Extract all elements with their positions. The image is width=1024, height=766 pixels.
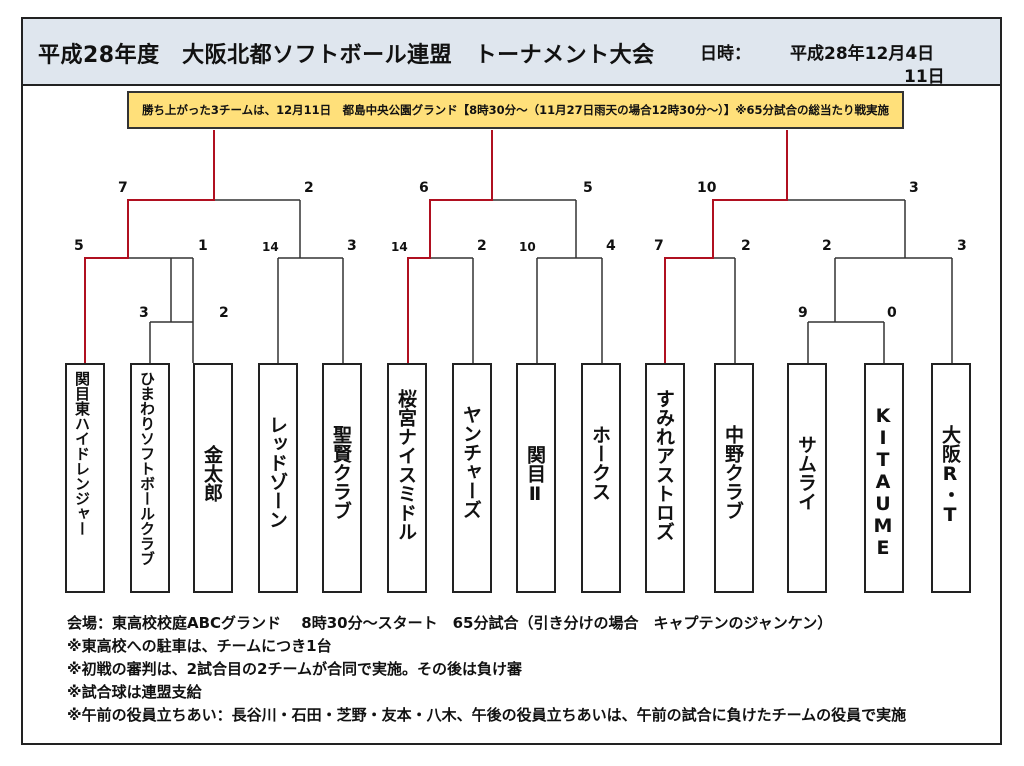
team-name: 関目東ハイドレンジャー	[73, 371, 91, 536]
date-value-second: 11日	[904, 67, 945, 87]
team-name: すみれアストロズ	[653, 389, 675, 541]
team-name: ひまわりソフトボールクラブ	[138, 371, 156, 566]
bracket-line	[277, 257, 344, 363]
score-label: 14	[391, 240, 408, 254]
team-box: 金太郎	[193, 363, 233, 593]
final-round-notice: 勝ち上がった3チームは、12月11日 都島中央公園グランド【8時30分～（11月…	[127, 91, 904, 129]
team-name: サムライ	[795, 435, 817, 511]
venue-line: 会場：東高校校庭ABCグランド 8時30分～スタート 65分試合（引き分けの場合…	[67, 614, 833, 632]
bracket-line	[807, 321, 885, 363]
score-label: 3	[909, 180, 919, 196]
score-label: 7	[118, 180, 128, 196]
bracket-line	[834, 257, 953, 363]
date-value: 平成28年12月4日	[790, 44, 935, 64]
header-bar	[21, 17, 1002, 86]
team-name: 金太郎	[201, 445, 223, 502]
score-label: 10	[697, 180, 717, 196]
team-name: 関目Ⅱ	[524, 445, 546, 505]
winner-line	[664, 130, 788, 363]
bracket-line	[430, 199, 577, 258]
team-box: ひまわりソフトボールクラブ	[130, 363, 170, 593]
score-label: 2	[304, 180, 314, 196]
score-label: 14	[262, 240, 279, 254]
team-box: 聖賢クラブ	[322, 363, 362, 593]
bracket-line	[665, 257, 736, 363]
score-label: 2	[741, 238, 751, 254]
score-label: 0	[887, 305, 897, 321]
team-box: 中野クラブ	[714, 363, 754, 593]
team-box: 大阪R・T	[931, 363, 971, 593]
score-label: 2	[822, 238, 832, 254]
score-label: 2	[477, 238, 487, 254]
score-label: 7	[654, 238, 664, 254]
team-box: ヤンチャーズ	[452, 363, 492, 593]
bracket-line	[536, 257, 603, 363]
team-box: サムライ	[787, 363, 827, 593]
score-label: 10	[519, 240, 536, 254]
note-line: ※午前の役員立ちあい：長谷川・石田・芝野・友本・八木、午後の役員立ちあいは、午前…	[67, 706, 907, 724]
team-box: すみれアストロズ	[645, 363, 685, 593]
score-label: 9	[798, 305, 808, 321]
team-name: レッドゾーン	[266, 415, 288, 529]
score-label: 5	[583, 180, 593, 196]
footer-notes: 会場：東高校校庭ABCグランド 8時30分～スタート 65分試合（引き分けの場合…	[67, 612, 906, 727]
note-line: ※試合球は連盟支給	[67, 683, 202, 701]
team-box: KITAUME	[864, 363, 904, 593]
score-label: 3	[139, 305, 149, 321]
score-label: 1	[198, 238, 208, 254]
bracket-line	[149, 321, 194, 363]
score-label: 4	[606, 238, 616, 254]
team-name: ヤンチャーズ	[460, 405, 482, 519]
team-name: ホークス	[589, 425, 611, 501]
date-label: 日時：	[700, 44, 751, 64]
team-box: 関目東ハイドレンジャー	[65, 363, 105, 593]
team-box: 関目Ⅱ	[516, 363, 556, 593]
score-label: 5	[74, 238, 84, 254]
team-name: KITAUME	[872, 405, 894, 559]
winner-line	[407, 130, 493, 363]
page-title: 平成28年度 大阪北都ソフトボール連盟 トーナメント大会	[38, 43, 655, 68]
team-name: 桜宮ナイスミドル	[395, 389, 417, 541]
score-label: 2	[219, 305, 229, 321]
winner-line	[84, 130, 215, 363]
note-line: ※初戦の審判は、2試合目の2チームが合同で実施。その後は負け審	[67, 660, 523, 678]
team-name: 大阪R・T	[939, 425, 961, 526]
score-label: 3	[957, 238, 967, 254]
team-name: 中野クラブ	[722, 425, 744, 520]
team-box: レッドゾーン	[258, 363, 298, 593]
team-name: 聖賢クラブ	[330, 425, 352, 520]
team-box: ホークス	[581, 363, 621, 593]
bracket-line	[408, 257, 474, 363]
score-label: 3	[347, 238, 357, 254]
team-box: 桜宮ナイスミドル	[387, 363, 427, 593]
note-line: ※東高校への駐車は、チームにつき1台	[67, 637, 332, 655]
score-label: 6	[419, 180, 429, 196]
